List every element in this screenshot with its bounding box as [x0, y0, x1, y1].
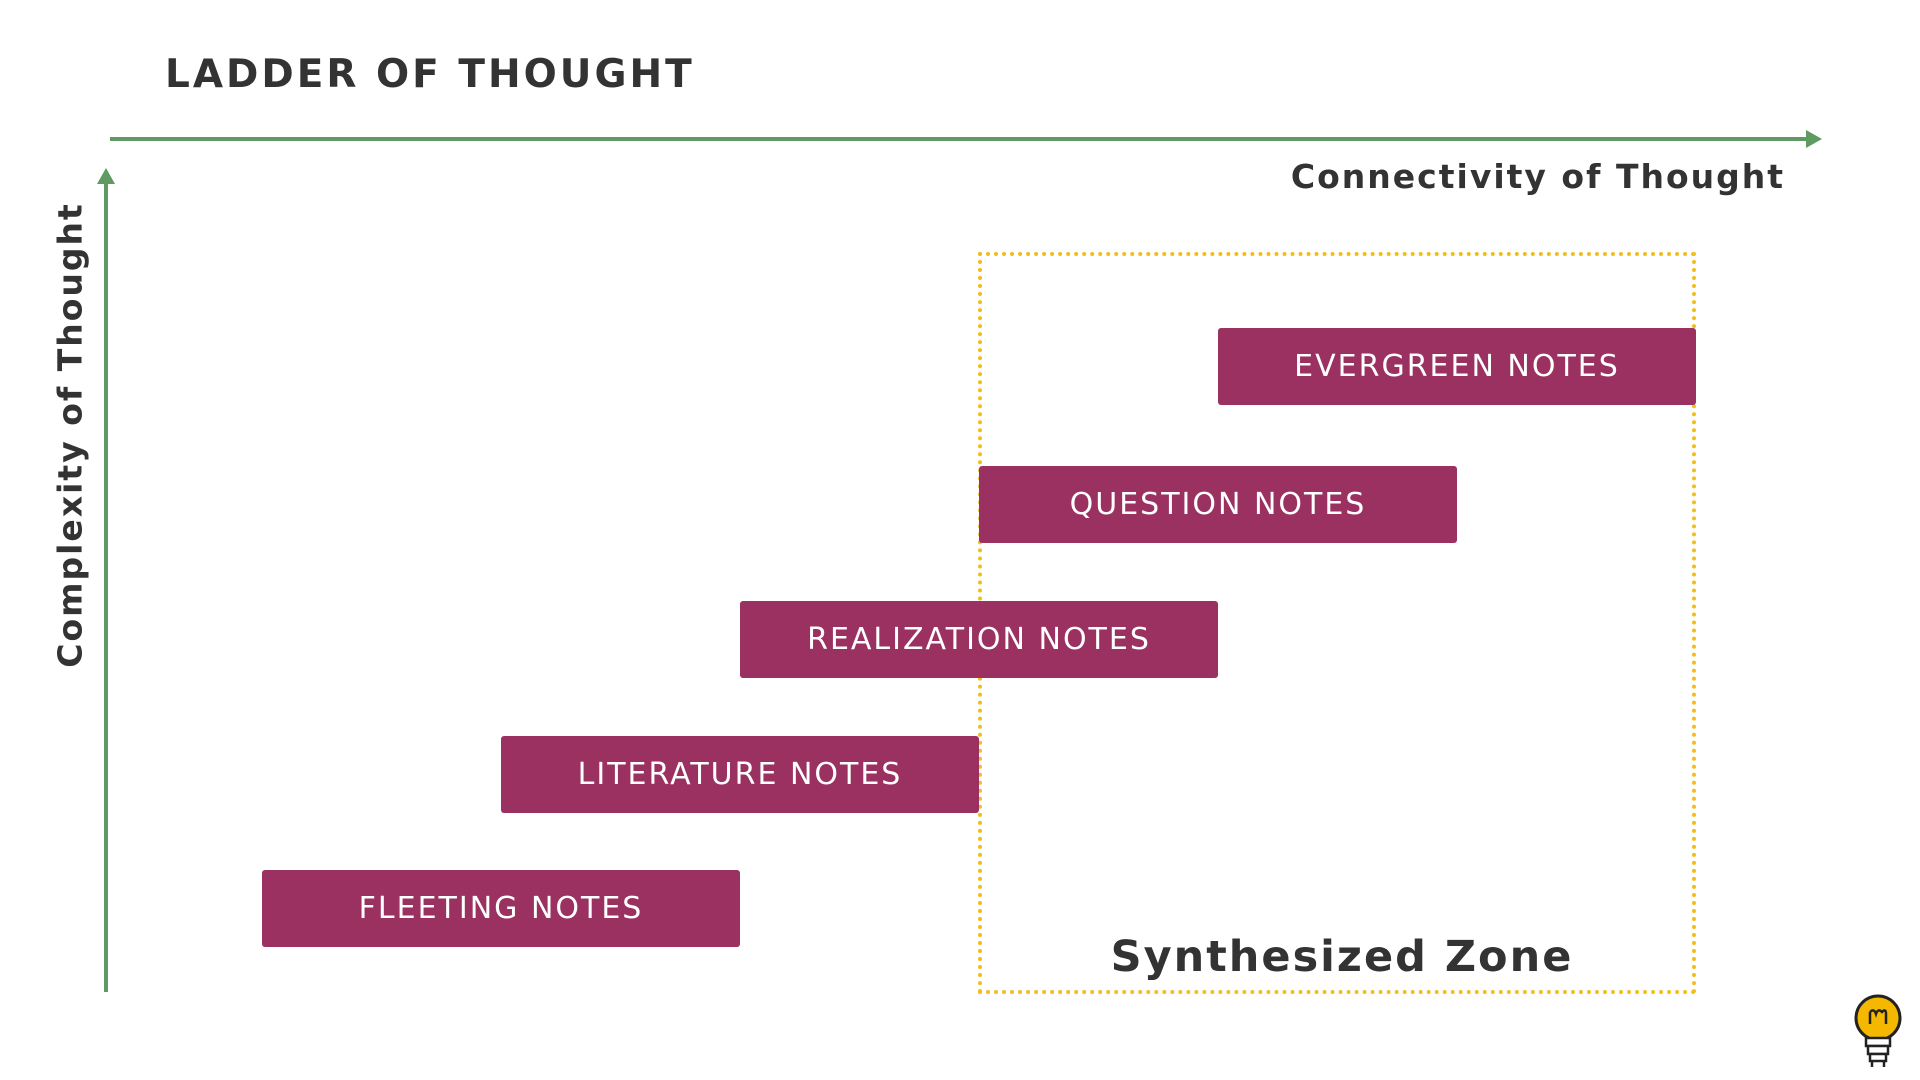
literature-notes-box: LITERATURE NOTES: [501, 736, 979, 813]
y-axis-label: Complexity of Thought: [50, 202, 90, 668]
realization-notes-box: REALIZATION NOTES: [740, 601, 1218, 678]
evergreen-notes-box: EVERGREEN NOTES: [1218, 328, 1696, 405]
lightbulb-icon: [1854, 994, 1902, 1067]
question-notes-box: QUESTION NOTES: [979, 466, 1457, 543]
synthesized-zone-label: Synthesized Zone: [1110, 932, 1574, 982]
x-axis-label: Connectivity of Thought: [1290, 157, 1785, 196]
diagram-title: LADDER OF THOUGHT: [165, 52, 695, 97]
x-axis-arrow: [110, 130, 1822, 148]
y-axis-arrow: [97, 168, 115, 992]
fleeting-notes-box: FLEETING NOTES: [262, 870, 740, 947]
